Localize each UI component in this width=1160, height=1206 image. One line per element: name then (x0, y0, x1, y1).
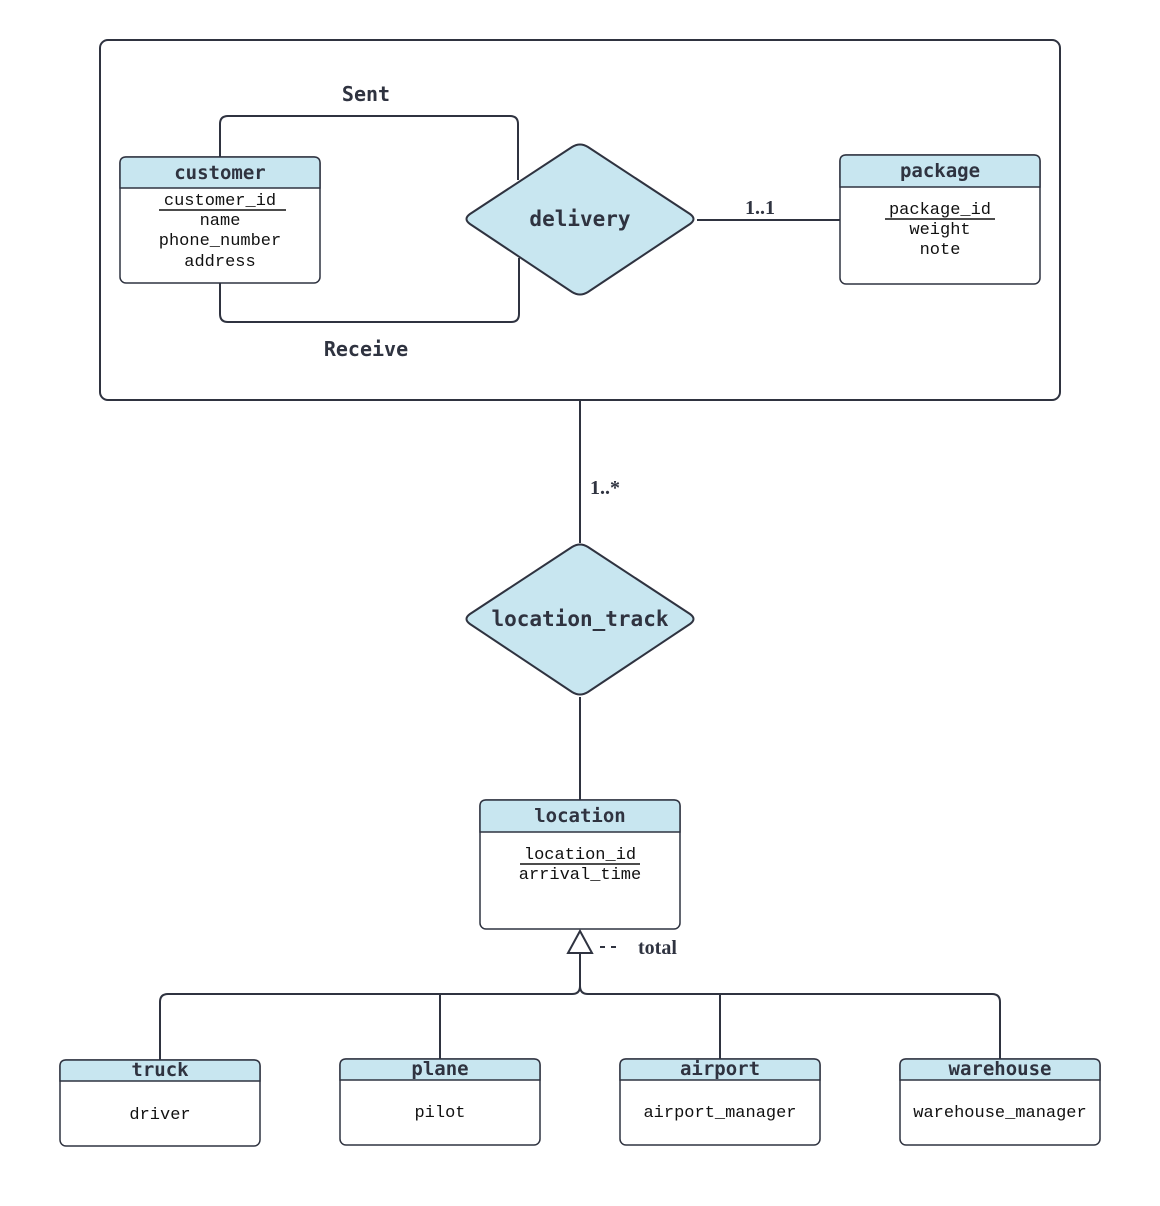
delivery-diamond (465, 143, 695, 296)
truck-title: truck (131, 1059, 189, 1081)
warehouse-header (899, 1058, 1101, 1081)
airport-header (619, 1058, 821, 1081)
location-title: location (534, 805, 626, 827)
customer-attr-address: address (184, 253, 255, 272)
track-cardinality: 1..* (590, 477, 620, 499)
receive-connector (219, 258, 520, 323)
specialization-left-branch (159, 985, 581, 1060)
package-header (839, 154, 1041, 188)
package-attr-note: note (920, 241, 961, 260)
specialization-right-branch (579, 985, 1001, 1059)
warehouse-attr-manager: warehouse_manager (913, 1104, 1086, 1123)
customer-header (119, 156, 321, 189)
relationship-location-track: location_track (465, 543, 695, 696)
entity-location: location location_id arrival_time (479, 799, 681, 930)
sent-role-label: Sent (342, 82, 390, 106)
warehouse-title: warehouse (949, 1058, 1052, 1080)
entity-customer: customer customer_id name phone_number a… (119, 156, 321, 284)
package-cardinality: 1..1 (745, 197, 775, 219)
customer-attr-name: name (200, 212, 241, 231)
package-title: package (900, 160, 980, 182)
location-attr-id: location_id (524, 846, 636, 865)
plane-attr-pilot: pilot (414, 1104, 465, 1123)
location-track-label: location_track (491, 607, 668, 631)
entity-package: package package_id weight note (839, 154, 1041, 285)
customer-attr-phone: phone_number (159, 232, 281, 251)
truck-attr-driver: driver (129, 1106, 190, 1125)
entity-warehouse: warehouse warehouse_manager (899, 1058, 1101, 1146)
plane-title: plane (411, 1058, 468, 1080)
location-header (479, 799, 681, 833)
delivery-label: delivery (529, 207, 631, 231)
customer-title: customer (174, 162, 266, 184)
truck-header (59, 1059, 261, 1082)
airport-attr-manager: airport_manager (643, 1104, 796, 1123)
location-attr-arrival: arrival_time (519, 866, 641, 885)
package-attr-id: package_id (889, 201, 991, 220)
package-attr-weight: weight (909, 221, 970, 240)
relationship-delivery: delivery (465, 143, 695, 296)
total-constraint-label: total (638, 937, 677, 959)
location-track-diamond (465, 543, 695, 696)
specialization: total (159, 928, 1001, 1060)
airport-title: airport (680, 1058, 760, 1080)
specialization-triangle-icon (566, 928, 594, 954)
entity-truck: truck driver (59, 1059, 261, 1147)
entity-airport: airport airport_manager (619, 1058, 821, 1146)
receive-role-label: Receive (324, 337, 408, 361)
sent-connector (219, 115, 519, 180)
plane-header (339, 1058, 541, 1081)
customer-attr-id: customer_id (164, 192, 276, 211)
entity-plane: plane pilot (339, 1058, 541, 1146)
